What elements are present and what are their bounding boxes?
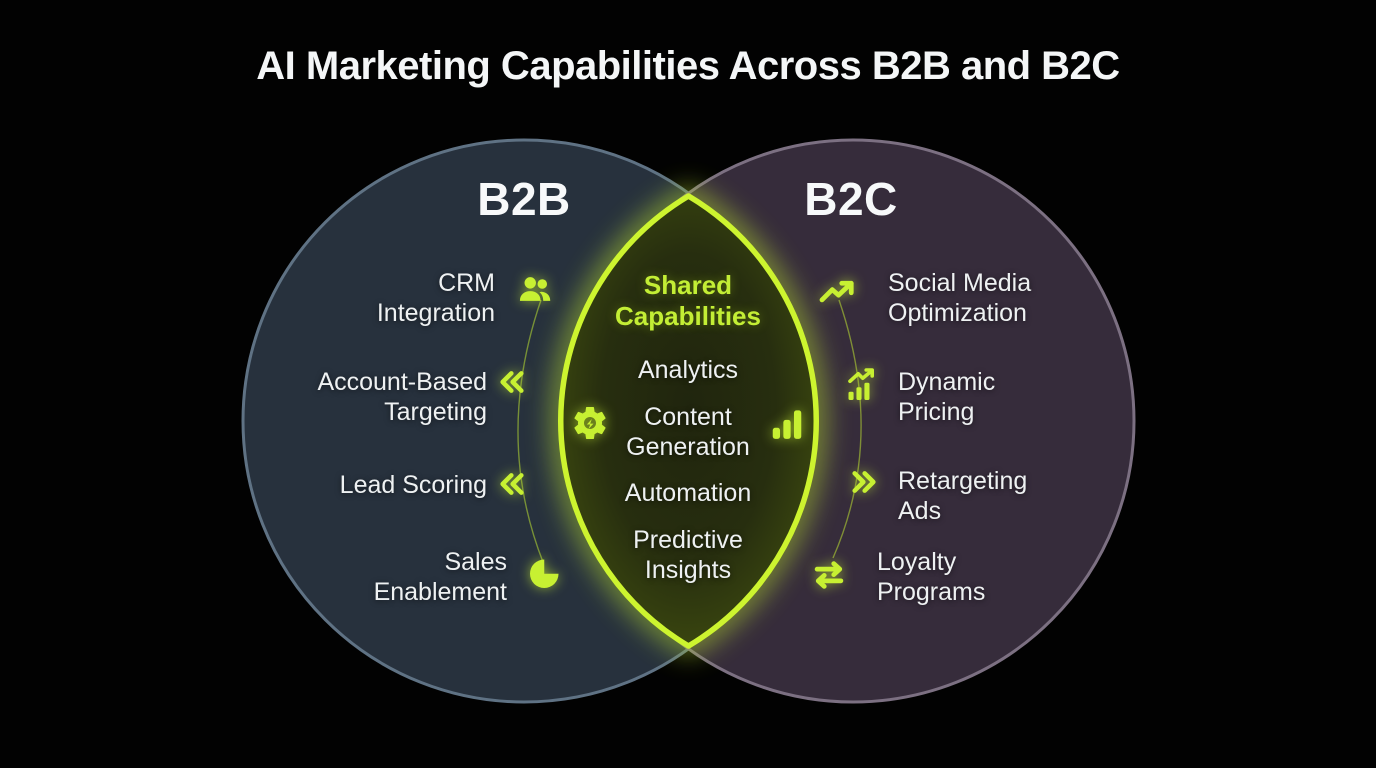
people-icon: [516, 271, 554, 309]
shared-item-predictive-insights: Predictive Insights: [633, 526, 743, 584]
chevrons-left-icon: [496, 366, 528, 398]
shared-capabilities-title: Shared Capabilities: [615, 270, 761, 331]
b2c-item-social-media-optimization: Social Media Optimization: [888, 269, 1032, 327]
b2b-item-crm-integration: CRM Integration: [376, 269, 495, 327]
shared-item-analytics: Analytics: [637, 356, 739, 384]
page-title: AI Marketing Capabilities Across B2B and…: [256, 44, 1120, 88]
bar-chart-icon: [768, 404, 806, 442]
shared-item-automation: Automation: [624, 479, 752, 507]
b2c-item-dynamic-pricing: Dynamic Pricing: [898, 368, 996, 426]
trending-up-icon: [818, 273, 856, 311]
chart-increase-icon: [844, 367, 880, 403]
chevrons-right-icon: [848, 466, 880, 498]
b2b-connector-line: [517, 299, 544, 563]
shared-lens: [558, 193, 819, 649]
b2b-label: B2B: [477, 173, 571, 225]
pie-chart-icon: [527, 555, 563, 591]
b2c-connector-line: [832, 299, 862, 559]
b2b-item-lead-scoring: Lead Scoring: [339, 471, 487, 499]
b2b-item-account-based-targeting: Account-Based Targeting: [317, 368, 487, 426]
b2c-item-loyalty-programs: Loyalty Programs: [877, 548, 986, 606]
swap-arrows-icon: [810, 556, 848, 594]
b2b-item-sales-enablement: Sales Enablement: [373, 548, 507, 606]
b2c-item-retargeting-ads: Retargeting Ads: [898, 467, 1028, 525]
gear-icon: [570, 403, 610, 443]
b2c-label: B2C: [804, 173, 898, 225]
shared-item-content-generation: Content Generation: [626, 403, 750, 461]
chevrons-left-icon: [496, 468, 528, 500]
